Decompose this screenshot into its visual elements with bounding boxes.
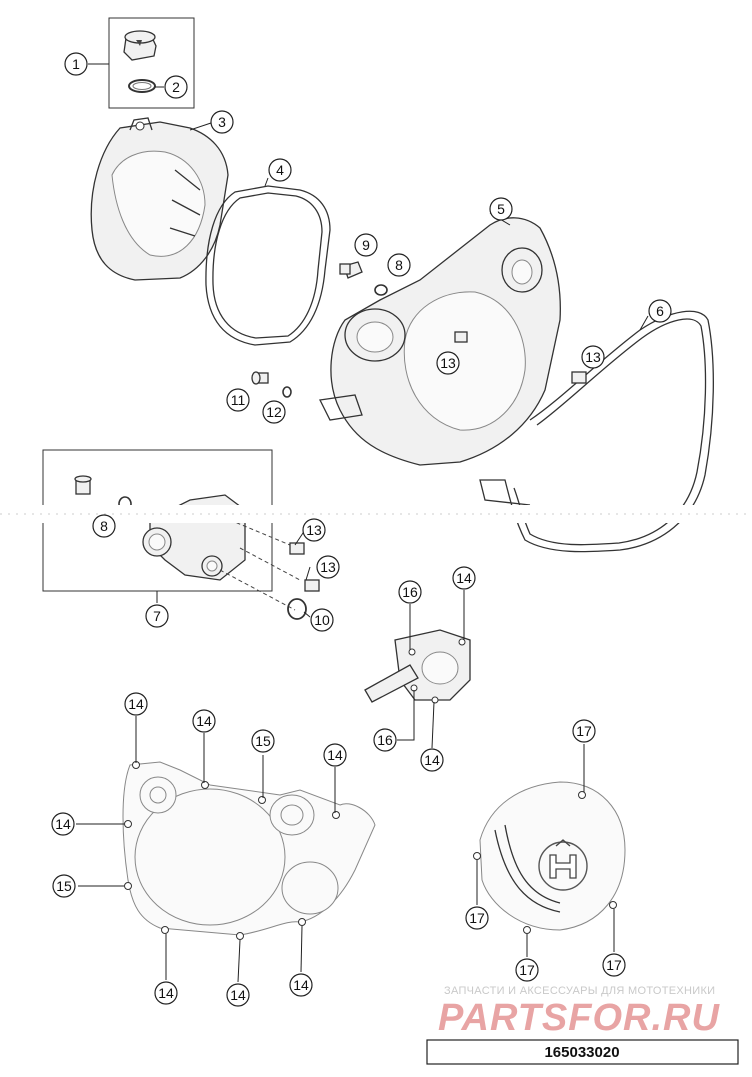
svg-text:14: 14 [55,816,71,832]
callout-14-b: 14 [192,709,216,733]
callout-13-right: 13 [581,345,605,369]
dowel-13-pump-b [304,579,320,592]
svg-text:15: 15 [255,733,271,749]
callout-15-a: 15 [251,729,275,753]
dowel-13-inner [454,331,468,343]
callout-13-pump-b: 13 [316,555,340,579]
callout-11: 11 [226,388,250,412]
svg-text:1: 1 [72,56,80,72]
callout-14-g: 14 [289,973,313,997]
callout-14-pumpcover-bottom: 14 [420,748,444,772]
callout-16-top: 16 [398,580,422,604]
svg-text:17: 17 [519,962,535,978]
svg-text:6: 6 [656,303,664,319]
callout-17-d: 17 [602,953,626,977]
callout-3: 3 [210,110,234,134]
svg-text:12: 12 [266,404,282,420]
svg-text:13: 13 [440,355,456,371]
watermark-brand: PARTSFOR.RU [438,997,720,1039]
callout-14-c: 14 [323,743,347,767]
callout-10: 10 [310,608,334,632]
clutch-cover-rear [122,761,376,940]
outer-clutch-cover [90,117,229,281]
svg-text:17: 17 [469,910,485,926]
svg-text:17: 17 [576,723,592,739]
callout-17-a: 17 [572,719,596,743]
callout-14-pumpcover-top: 14 [452,566,476,590]
callout-1: 1 [64,52,88,76]
svg-text:14: 14 [424,752,440,768]
svg-text:14: 14 [196,713,212,729]
svg-text:13: 13 [585,349,601,365]
svg-text:8: 8 [100,518,108,534]
svg-text:13: 13 [306,522,322,538]
svg-text:10: 10 [314,612,330,628]
svg-text:16: 16 [402,584,418,600]
svg-text:14: 14 [293,977,309,993]
svg-text:8: 8 [395,257,403,273]
callout-13-inner: 13 [436,351,460,375]
svg-text:2: 2 [172,79,180,95]
leader-lines [76,63,649,983]
callout-4: 4 [268,158,292,182]
oil-filler-plug-group [108,17,195,109]
svg-text:14: 14 [128,696,144,712]
callout-2: 2 [164,75,188,99]
svg-text:14: 14 [230,987,246,1003]
callout-14-e: 14 [154,981,178,1005]
clutch-cover-gasket [205,185,331,346]
callout-13-pump-a: 13 [302,518,326,542]
callout-14-a: 14 [124,692,148,716]
svg-text:14: 14 [456,570,472,586]
callout-15-b: 15 [52,874,76,898]
callout-14-d: 14 [51,812,75,836]
callout-8-pump: 8 [92,514,116,538]
svg-text:4: 4 [276,162,284,178]
callout-14-f: 14 [226,983,250,1007]
svg-text:11: 11 [231,392,246,408]
callout-5: 5 [489,197,513,221]
callout-16-bottom: 16 [373,728,397,752]
watermark-tagline: ЗАПЧАСТИ И АКСЕССУАРЫ ДЛЯ МОТОТЕХНИКИ [444,985,715,997]
seal-ring-12 [282,386,292,398]
seal-ring-8-upper [374,284,388,296]
svg-text:15: 15 [56,878,72,894]
dowel-13-pump-a [289,542,305,555]
dowel-13-right [571,371,587,384]
o-ring [128,79,156,93]
callout-17-c: 17 [515,958,539,982]
svg-text:16: 16 [377,732,393,748]
plug-screw-11 [251,371,269,385]
callout-6: 6 [648,299,672,323]
callout-17-b: 17 [465,906,489,930]
callout-12: 12 [262,400,286,424]
part-number: 165033020 [544,1044,619,1061]
ignition-cover [473,781,626,934]
part-number-box: 165033020 [426,1039,739,1065]
svg-text:14: 14 [158,985,174,1001]
oil-filler-plug [123,30,157,61]
svg-text:9: 9 [362,237,370,253]
o-ring-10 [287,598,307,620]
plug-screw [74,475,92,495]
callout-7: 7 [145,604,169,628]
inner-clutch-cover [319,217,561,466]
callout-8-upper: 8 [387,253,411,277]
svg-text:5: 5 [497,201,505,217]
svg-text:3: 3 [218,114,226,130]
husqvarna-logo [538,839,588,891]
water-pump-cover [364,629,471,704]
svg-text:7: 7 [153,608,161,624]
svg-text:13: 13 [320,559,336,575]
inner-cover-gasket [479,310,714,553]
plug-screw-9 [339,261,363,279]
callout-9: 9 [354,233,378,257]
svg-text:17: 17 [606,957,622,973]
svg-text:14: 14 [327,747,343,763]
